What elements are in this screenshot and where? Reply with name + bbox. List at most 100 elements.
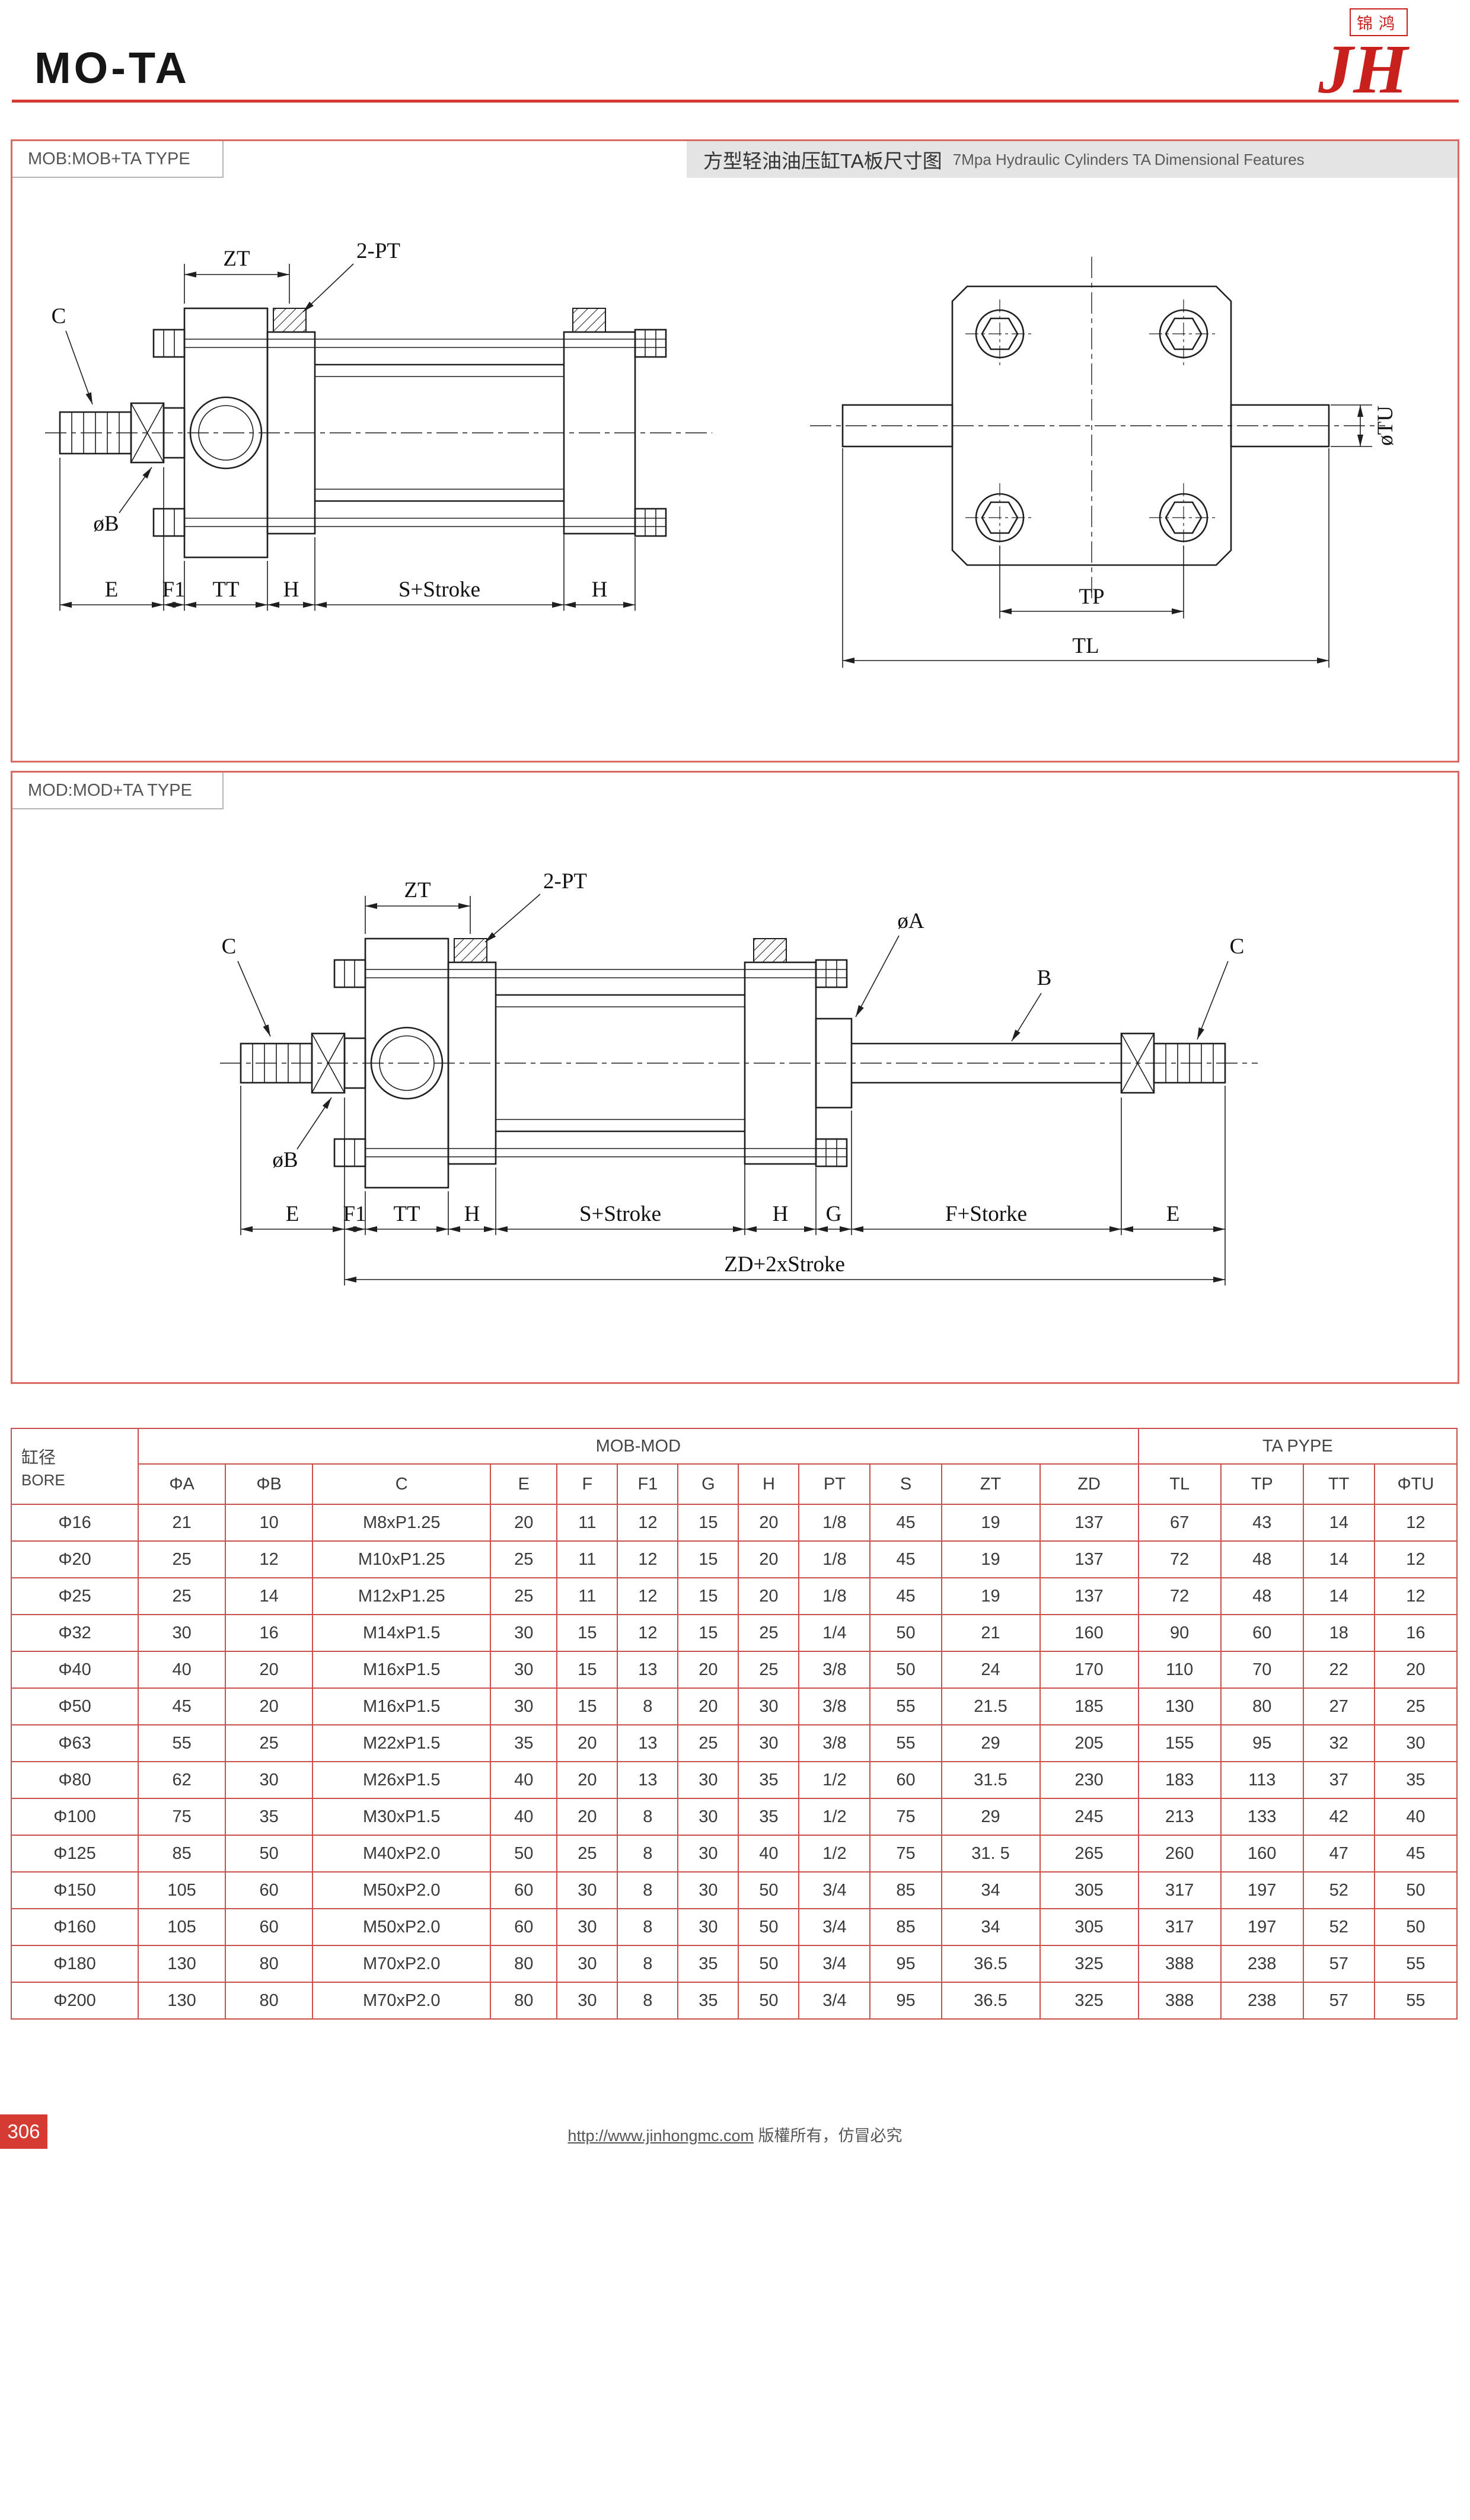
dim-h1: H bbox=[464, 1202, 480, 1226]
mod-dimensions: C øB ZT 2-PT øA B C bbox=[222, 869, 1244, 1285]
spec-cell: 15 bbox=[677, 1540, 739, 1578]
spec-cell: 50 bbox=[490, 1835, 558, 1873]
spec-cell: 305 bbox=[1039, 1871, 1139, 1909]
label-c-left: C bbox=[222, 934, 237, 959]
bore-cell: Φ80 bbox=[10, 1761, 139, 1799]
column-header: ΦB bbox=[225, 1463, 314, 1505]
spec-cell: 197 bbox=[1220, 1871, 1304, 1909]
spec-cell: 155 bbox=[1137, 1724, 1222, 1762]
spec-cell: 133 bbox=[1220, 1798, 1304, 1836]
spec-cell: 55 bbox=[869, 1724, 942, 1762]
spec-cell: 8 bbox=[617, 1688, 679, 1725]
mob-end-body bbox=[810, 257, 1385, 601]
spec-cell: 35 bbox=[677, 1982, 739, 2020]
spec-cell: 15 bbox=[556, 1651, 618, 1689]
spec-cell: 137 bbox=[1039, 1540, 1139, 1578]
spec-cell: 40 bbox=[490, 1798, 558, 1836]
spec-cell: 1/2 bbox=[798, 1761, 871, 1799]
spec-cell: 1/8 bbox=[798, 1540, 871, 1578]
spec-cell: 20 bbox=[490, 1504, 558, 1542]
spec-cell: 21 bbox=[940, 1614, 1041, 1652]
group-header-row: 缸径 BORE MOB-MOD TA PYPE bbox=[10, 1428, 1458, 1505]
spec-cell: 50 bbox=[1373, 1871, 1458, 1909]
spec-cell: 57 bbox=[1302, 1945, 1375, 1983]
spec-cell: 13 bbox=[617, 1761, 679, 1799]
spec-cell: 50 bbox=[869, 1614, 942, 1652]
spec-cell: 25 bbox=[1373, 1688, 1458, 1725]
dim-tl: TL bbox=[1072, 634, 1099, 658]
spec-cell: 72 bbox=[1137, 1540, 1222, 1578]
spec-cell: 14 bbox=[1302, 1540, 1375, 1578]
spec-cell: 50 bbox=[738, 1908, 800, 1946]
spec-cell: 3/4 bbox=[798, 1982, 871, 2020]
bore-cell: Φ150 bbox=[10, 1871, 139, 1909]
spec-cell: 20 bbox=[738, 1577, 800, 1615]
spec-cell: 1/2 bbox=[798, 1798, 871, 1836]
spec-cell: 185 bbox=[1039, 1688, 1139, 1725]
group-header-mob-mod: MOB-MOD bbox=[138, 1428, 1139, 1465]
spec-cell: 230 bbox=[1039, 1761, 1139, 1799]
spec-cell: 75 bbox=[869, 1835, 942, 1873]
spec-cell: 30 bbox=[677, 1798, 739, 1836]
spec-cell: 50 bbox=[1373, 1908, 1458, 1946]
spec-cell: 30 bbox=[677, 1761, 739, 1799]
spec-cell: 40 bbox=[1373, 1798, 1458, 1836]
spec-cell: 48 bbox=[1220, 1540, 1304, 1578]
spec-cell: 8 bbox=[617, 1798, 679, 1836]
spec-cell: M26xP1.5 bbox=[312, 1761, 492, 1799]
spec-cell: 8 bbox=[617, 1835, 679, 1873]
spec-cell: 12 bbox=[225, 1540, 314, 1578]
spec-cell: 305 bbox=[1039, 1908, 1139, 1946]
spec-cell: 8 bbox=[617, 1982, 679, 2020]
spec-cell: 32 bbox=[1302, 1724, 1375, 1762]
spec-cell: 317 bbox=[1137, 1871, 1222, 1909]
dim-h1: H bbox=[283, 578, 299, 602]
column-header: E bbox=[490, 1463, 558, 1505]
spec-cell: 50 bbox=[738, 1945, 800, 1983]
spec-cell: 260 bbox=[1137, 1835, 1222, 1873]
dim-e: E bbox=[105, 578, 119, 602]
spec-cell: 80 bbox=[490, 1982, 558, 2020]
spec-cell: 95 bbox=[1220, 1724, 1304, 1762]
spec-cell: 60 bbox=[1220, 1614, 1304, 1652]
mob-end-view-drawing: øTU TP TL bbox=[810, 257, 1398, 668]
spec-cell: 3/8 bbox=[798, 1651, 871, 1689]
spec-cell: 36.5 bbox=[940, 1945, 1041, 1983]
spec-cell: 30 bbox=[677, 1835, 739, 1873]
spec-cell: 15 bbox=[556, 1614, 618, 1652]
spec-cell: 45 bbox=[869, 1504, 942, 1542]
dim-otu: øTU bbox=[1373, 406, 1398, 446]
spec-cell: 12 bbox=[617, 1504, 679, 1542]
spec-cell: 90 bbox=[1137, 1614, 1222, 1652]
spec-cell: 30 bbox=[677, 1871, 739, 1909]
column-header: ZD bbox=[1039, 1463, 1139, 1505]
spec-cell: 25 bbox=[225, 1724, 314, 1762]
spec-cell: 40 bbox=[138, 1651, 227, 1689]
spec-cell: 52 bbox=[1302, 1908, 1375, 1946]
mob-dimensions: C øB ZT 2-PT E F1 TT H bbox=[52, 239, 636, 611]
spec-cell: 8 bbox=[617, 1945, 679, 1983]
spec-cell: 50 bbox=[738, 1871, 800, 1909]
spec-cell: M16xP1.5 bbox=[312, 1651, 492, 1689]
spec-cell: 57 bbox=[1302, 1982, 1375, 2020]
dim-g: G bbox=[826, 1202, 842, 1226]
spec-cell: 1/4 bbox=[798, 1614, 871, 1652]
spec-cell: 12 bbox=[1373, 1540, 1458, 1578]
spec-cell: 35 bbox=[738, 1798, 800, 1836]
dim-h2: H bbox=[592, 578, 608, 602]
bore-cell: Φ100 bbox=[10, 1798, 139, 1836]
spec-cell: 45 bbox=[138, 1688, 227, 1725]
spec-cell: 35 bbox=[1373, 1761, 1458, 1799]
spec-cell: 15 bbox=[677, 1504, 739, 1542]
spec-cell: 265 bbox=[1039, 1835, 1139, 1873]
spec-cell: 85 bbox=[138, 1835, 227, 1873]
column-header: ZT bbox=[940, 1463, 1041, 1505]
dim-f1: F1 bbox=[162, 578, 185, 602]
dim-tt: TT bbox=[393, 1202, 420, 1226]
spec-cell: 213 bbox=[1137, 1798, 1222, 1836]
column-header: C bbox=[312, 1463, 492, 1505]
